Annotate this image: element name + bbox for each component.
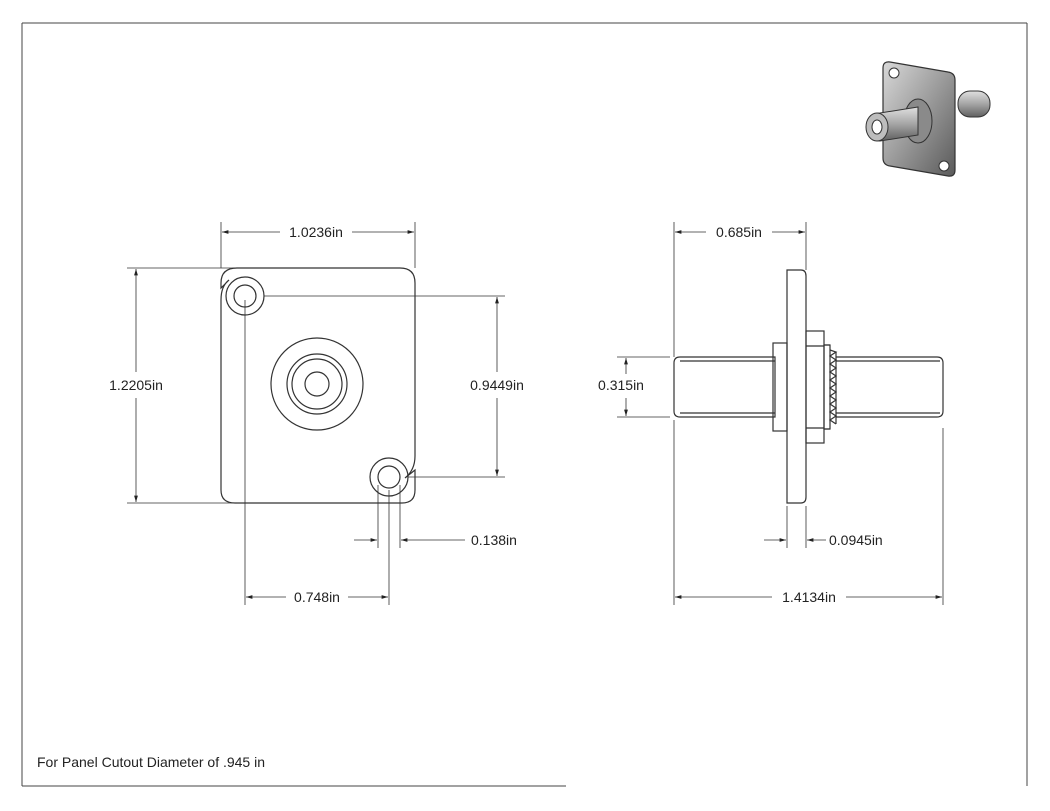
front-dimensions <box>127 222 505 605</box>
connector-3d-thumbnail <box>865 61 991 177</box>
dim-flange-thickness-label: 0.0945in <box>829 532 883 548</box>
thumbnail-hole-top-icon <box>888 67 900 79</box>
panel-cutout-note: For Panel Cutout Diameter of .945 in <box>37 754 266 770</box>
center-connector-outer <box>270 337 364 431</box>
center-connector-pin <box>304 371 330 397</box>
sheet-border <box>21 22 1028 787</box>
dim-hole-spacing-vertical-label: 0.9449in <box>470 377 524 393</box>
dim-width-label: 1.0236in <box>289 224 343 240</box>
side-rear-shaft <box>836 356 944 418</box>
side-view <box>673 269 944 504</box>
dim-shaft-diameter-label: 0.315in <box>598 377 644 393</box>
side-front-shaft <box>673 356 776 418</box>
dim-hole-spacing-horizontal-label: 0.748in <box>294 589 340 605</box>
front-view <box>220 267 416 504</box>
front-plate-outline <box>220 267 416 504</box>
dim-hole-diameter-label: 0.138in <box>471 532 517 548</box>
side-dimensions <box>617 222 944 605</box>
side-flange <box>786 269 807 504</box>
side-threads <box>828 349 838 425</box>
side-nut <box>805 330 825 444</box>
dim-height-label: 1.2205in <box>109 377 163 393</box>
thumbnail-hole-bottom-icon <box>938 160 950 172</box>
dim-depth-front-label: 0.685in <box>716 224 762 240</box>
dim-total-length-label: 1.4134in <box>782 589 836 605</box>
